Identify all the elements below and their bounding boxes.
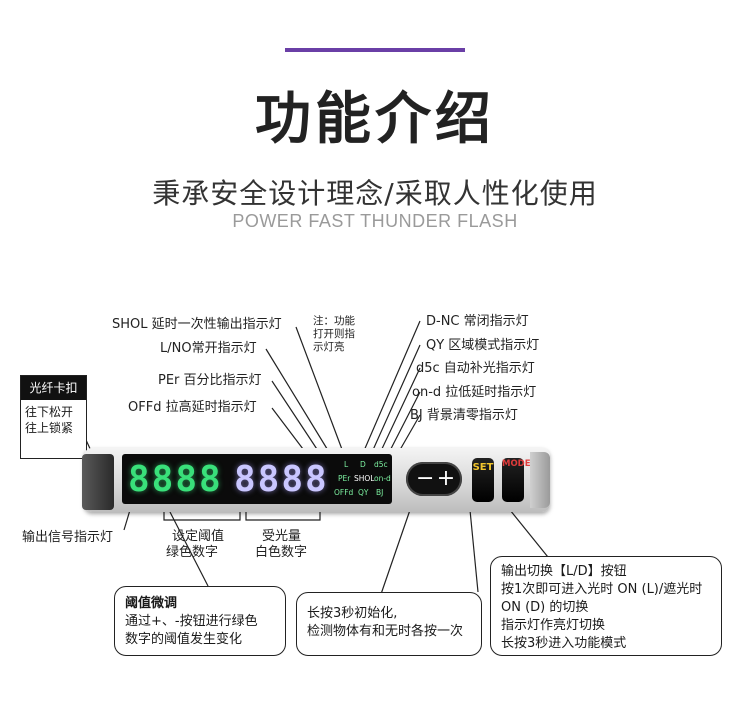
mode-line4: 指示灯作亮灯切换 bbox=[501, 618, 606, 633]
indicator-offd: OFFd bbox=[334, 488, 354, 497]
set-button[interactable]: SET bbox=[472, 458, 494, 502]
label-offd: OFFd 拉高延时指示灯 bbox=[128, 400, 257, 415]
mode-line2: 按1次即可进入光时 ON (L)/遮光时 bbox=[501, 582, 703, 597]
label-lno: L/NO常开指示灯 bbox=[160, 341, 257, 356]
device-end-cap bbox=[530, 452, 550, 508]
accent-bar bbox=[285, 48, 465, 52]
mode-line3: ON (D) 的切换 bbox=[501, 600, 589, 615]
init-line1: 长按3秒初始化, bbox=[307, 606, 398, 621]
indicator-qy: QY bbox=[358, 488, 369, 497]
plus-minus-rocker: − + bbox=[406, 462, 462, 496]
fine-tune-title: 阈值微调 bbox=[125, 596, 178, 611]
indicator-shol: SHOL bbox=[354, 474, 375, 483]
fiber-clip-release: 往下松开 bbox=[25, 405, 74, 419]
minus-button[interactable]: − bbox=[416, 466, 435, 491]
label-dnc: D-NC 常闭指示灯 bbox=[426, 314, 529, 329]
page-subtitle: 秉承安全设计理念/采取人性化使用 bbox=[152, 177, 598, 210]
indicator-bj: BJ bbox=[376, 488, 384, 497]
plus-button[interactable]: + bbox=[436, 466, 456, 491]
fine-tune-line1: 通过+、-按钮进行绿色 bbox=[125, 614, 258, 629]
fine-tune-callout: 阈值微调 通过+、-按钮进行绿色 数字的阈值发生变化 bbox=[114, 586, 286, 656]
received-light-display: 8888 bbox=[234, 459, 329, 500]
mode-callout: 输出切换【L/D】按钮 按1次即可进入光时 ON (L)/遮光时 ON (D) … bbox=[490, 556, 722, 656]
init-callout: 长按3秒初始化, 检测物体有和无时各按一次 bbox=[296, 592, 482, 656]
label-d5c: d5c 自动补光指示灯 bbox=[416, 361, 535, 376]
fiber-clip-lock: 往上锁紧 bbox=[25, 421, 74, 435]
indicator-per: PEr bbox=[338, 474, 351, 483]
mode-line5: 长按3秒进入功能模式 bbox=[501, 636, 627, 651]
mode-button[interactable]: MODE bbox=[502, 458, 531, 502]
note-text: 注：功能打开则指示灯亮 bbox=[313, 315, 355, 353]
label-received-2: 白色数字 bbox=[255, 545, 308, 560]
sensor-amplifier: 8888 8888 L D d5c PEr SHOL on-d OFFd QY … bbox=[82, 448, 550, 512]
label-shol: SHOL 延时一次性输出指示灯 bbox=[112, 317, 282, 332]
label-qy: QY 区域模式指示灯 bbox=[426, 338, 540, 353]
threshold-display: 8888 bbox=[128, 459, 223, 500]
mode-line1: 输出切换【L/D】按钮 bbox=[501, 564, 627, 579]
label-threshold-1: 设定阈值 bbox=[172, 529, 225, 544]
fine-tune-line2: 数字的阈值发生变化 bbox=[125, 632, 243, 647]
page-title: 功能介绍 bbox=[255, 87, 495, 152]
indicator-d5c: d5c bbox=[374, 460, 388, 469]
fiber-clip-lever[interactable] bbox=[82, 454, 114, 510]
fiber-clip-callout: 光纤卡扣 往下松开 往上锁紧 bbox=[20, 375, 87, 459]
init-line2: 检测物体有和无时各按一次 bbox=[307, 624, 464, 639]
indicator-l: L bbox=[344, 460, 349, 469]
label-ond: on-d 拉低延时指示灯 bbox=[412, 385, 537, 400]
label-threshold-2: 绿色数字 bbox=[166, 545, 219, 560]
fiber-clip-title: 光纤卡扣 bbox=[21, 376, 86, 400]
set-button-label: SET bbox=[472, 462, 494, 473]
label-output-signal: 输出信号指示灯 bbox=[22, 530, 114, 545]
indicator-d: D bbox=[360, 460, 366, 469]
label-per: PEr 百分比指示灯 bbox=[158, 373, 262, 388]
mode-button-label: MODE bbox=[502, 459, 531, 469]
indicator-ond: on-d bbox=[374, 474, 391, 483]
page-tagline: POWER FAST THUNDER FLASH bbox=[232, 211, 518, 231]
device-display: 8888 8888 L D d5c PEr SHOL on-d OFFd QY … bbox=[122, 454, 392, 504]
label-received-1: 受光量 bbox=[262, 529, 302, 544]
label-bj: BJ 背景清零指示灯 bbox=[410, 408, 518, 423]
